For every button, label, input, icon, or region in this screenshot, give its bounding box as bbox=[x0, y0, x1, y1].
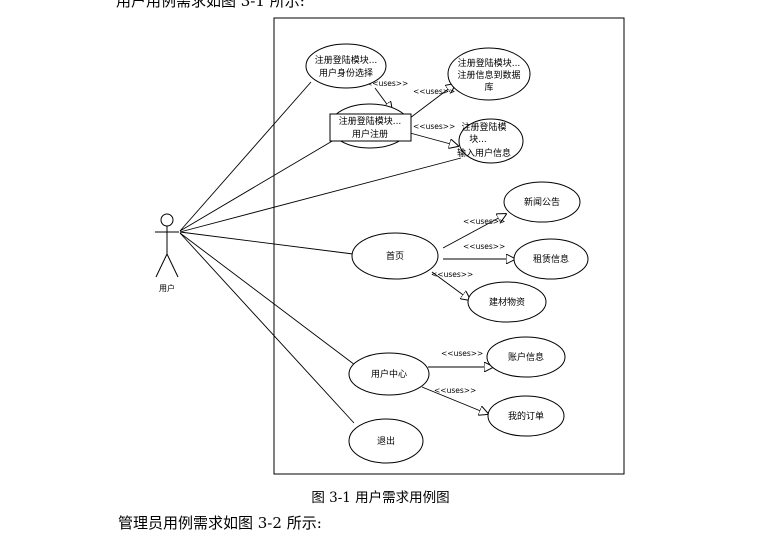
use-case-diagram: 用户 <<uses>> <<uses>> <<uses>> <<uses>> <… bbox=[155, 17, 625, 475]
uses-label: <<uses>> bbox=[413, 87, 455, 96]
uses-label: <<uses>> bbox=[366, 79, 408, 88]
uses-label: <<uses>> bbox=[441, 349, 483, 358]
uses-label: <<uses>> bbox=[431, 270, 473, 279]
use-case-register: 注册登陆模块... 用户注册 bbox=[329, 103, 412, 149]
use-case-logout: 退出 bbox=[348, 418, 424, 464]
use-case-home: 首页 bbox=[351, 232, 439, 280]
svg-text:我的订单: 我的订单 bbox=[508, 410, 544, 422]
association-lines bbox=[179, 81, 462, 424]
use-case-my-orders: 我的订单 bbox=[487, 395, 565, 437]
next-paragraph: 管理员用例需求如图 3-2 所示: bbox=[118, 514, 322, 532]
actor-user bbox=[155, 213, 179, 278]
use-case-input-user-info: 注册登陆模 块... 输入用户信息 bbox=[457, 118, 524, 164]
svg-text:注册登陆模块...: 注册登陆模块... bbox=[315, 54, 378, 66]
svg-text:注册登陆模块...: 注册登陆模块... bbox=[458, 57, 521, 69]
svg-text:注册登陆模: 注册登陆模 bbox=[461, 121, 506, 133]
svg-text:注册登陆模块...: 注册登陆模块... bbox=[339, 115, 402, 127]
svg-text:库: 库 bbox=[484, 81, 493, 93]
svg-text:输入用户信息: 输入用户信息 bbox=[457, 147, 511, 159]
svg-text:建材物资: 建材物资 bbox=[489, 296, 525, 308]
svg-text:租赁信息: 租赁信息 bbox=[533, 253, 569, 265]
system-boundary bbox=[273, 17, 625, 475]
uses-label: <<uses>> bbox=[434, 386, 476, 395]
svg-text:块...: 块... bbox=[469, 133, 487, 145]
selection-box bbox=[329, 113, 412, 142]
dependency-lines bbox=[374, 84, 515, 414]
figure-caption: 图 3-1 用户需求用例图 bbox=[311, 490, 450, 506]
uses-label: <<uses>> bbox=[463, 217, 505, 226]
svg-text:用户身份选择: 用户身份选择 bbox=[319, 67, 373, 79]
intro-text: 用户用例需求如图 3-1 所示: bbox=[116, 0, 305, 10]
uses-label: <<uses>> bbox=[463, 242, 505, 251]
actor-head bbox=[160, 213, 174, 227]
uses-label: <<uses>> bbox=[413, 122, 455, 131]
svg-text:首页: 首页 bbox=[386, 250, 404, 262]
use-case-rent-info: 租赁信息 bbox=[513, 238, 589, 280]
svg-text:退出: 退出 bbox=[377, 435, 395, 447]
svg-text:账户信息: 账户信息 bbox=[508, 351, 544, 363]
svg-text:新闻公告: 新闻公告 bbox=[524, 196, 560, 208]
use-case-identity-selection: 注册登陆模块... 用户身份选择 bbox=[305, 43, 387, 89]
use-case-save-to-database: 注册登陆模块... 注册信息到数据 库 bbox=[447, 47, 531, 101]
svg-text:注册信息到数据: 注册信息到数据 bbox=[457, 69, 520, 81]
use-case-user-center: 用户中心 bbox=[348, 352, 430, 396]
svg-text:用户中心: 用户中心 bbox=[371, 368, 407, 380]
use-case-news: 新闻公告 bbox=[503, 181, 581, 223]
svg-text:用户注册: 用户注册 bbox=[352, 128, 388, 140]
actor-label: 用户 bbox=[159, 283, 175, 293]
use-case-account-info: 账户信息 bbox=[486, 336, 566, 378]
use-case-materials: 建材物资 bbox=[467, 281, 547, 323]
